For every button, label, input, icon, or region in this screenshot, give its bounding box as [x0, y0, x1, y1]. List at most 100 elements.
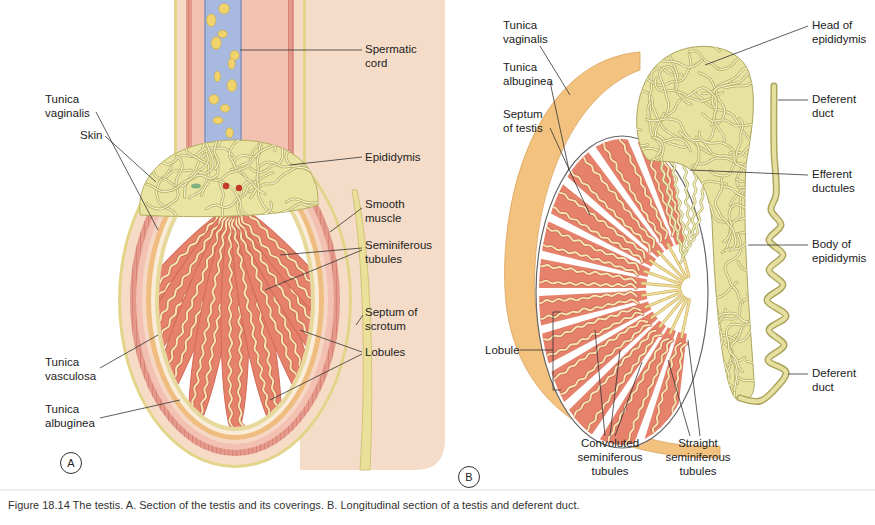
leader-line [690, 170, 808, 175]
leader-line [290, 157, 362, 165]
leader-line [240, 50, 362, 51]
epididymis-tubules [570, 0, 834, 443]
epididymal-tubule [713, 0, 743, 54]
leader-line [668, 360, 690, 436]
cord-vessel [227, 80, 237, 92]
seminiferous-tubule [249, 208, 390, 364]
epididymal-tubule [275, 95, 308, 151]
epididymal-tubule [726, 322, 758, 372]
leader-line [540, 46, 570, 95]
part-label: Convoluted seminiferous tubules [565, 436, 655, 478]
epididymal-tubule [180, 122, 214, 174]
part-label: Smooth muscle [365, 197, 425, 225]
epididymal-tubule [713, 0, 743, 54]
epididymal-tubule [147, 153, 208, 191]
epididymal-tubule [710, 119, 743, 176]
leader-line [748, 245, 808, 246]
leader-lines [96, 26, 808, 436]
epididymal-tubule [584, 33, 657, 56]
epididymal-tubule [594, 52, 643, 84]
straight-tubule [642, 283, 680, 287]
lobule-bracket [553, 312, 561, 390]
epididymal-tubule [714, 311, 729, 385]
panel-a-illustration [71, 0, 445, 470]
epididymal-tubule [689, 51, 757, 69]
epididymal-tubule [286, 139, 322, 173]
epididymal-tubule [219, 181, 272, 218]
epididymal-tubule [269, 204, 317, 251]
epididymal-tubule [214, 144, 284, 180]
epididymal-tubule [570, 153, 635, 183]
convoluted-tubule [483, 313, 642, 386]
vessel-section [223, 183, 229, 189]
part-label: Body of epididymis [812, 237, 874, 265]
epididymal-tubule [689, 51, 757, 69]
epididymal-tubule [646, 54, 691, 85]
convoluted-tubule [463, 292, 637, 311]
epididymal-tubule [712, 378, 735, 443]
cord-vessel [220, 104, 230, 112]
leader-line [265, 250, 362, 290]
epididymal-tubule [735, 0, 767, 47]
leader-line [330, 208, 362, 232]
part-label: Head of epididymis [812, 18, 874, 46]
epididymal-tubule [147, 156, 182, 209]
epididymal-tubule [596, 136, 648, 173]
leader-line [705, 26, 808, 65]
epididymal-tubule [715, 179, 736, 251]
part-label: Deferent duct [812, 92, 867, 120]
epididymal-tubule [584, 33, 657, 56]
vessel-section [236, 185, 242, 191]
epididymal-tubule [662, 282, 736, 298]
epididymal-tubule [219, 181, 272, 218]
leader-line [270, 354, 362, 400]
epididymal-tubule [634, 154, 674, 220]
epididymis-tubules [75, 92, 388, 271]
epididymal-tubule [91, 92, 139, 154]
epididymal-tubule [149, 136, 191, 178]
part-label: Seminiferous tubules [365, 238, 445, 266]
lobule [452, 290, 647, 345]
deferent-duct [740, 86, 786, 401]
epididymal-tubule [180, 122, 214, 174]
part-label: Septum of testis [503, 107, 551, 135]
panel-b-illustration [452, 0, 834, 525]
epididymal-tubule [664, 300, 720, 333]
convoluted-tubule [466, 299, 638, 333]
covering-layer [121, 135, 349, 465]
epididymal-tubule [659, 324, 715, 358]
epididymal-tubule [91, 92, 139, 154]
epididymal-tubule [591, 0, 632, 42]
cord-vessel [228, 58, 235, 69]
epididymal-tubule [646, 119, 711, 153]
convoluted-tubule [463, 292, 637, 311]
epididymal-tubule [147, 156, 182, 209]
epididymal-tubule [731, 0, 751, 45]
epididymal-tubule [730, 146, 770, 205]
epididymal-tubule [186, 106, 218, 169]
epididymal-tubule [750, 77, 823, 95]
epididymal-tubule [711, 70, 753, 126]
epididymal-tubule [635, 60, 703, 83]
epididymal-tubule [186, 106, 218, 169]
panel-letter: A [60, 452, 82, 474]
lobules [71, 200, 400, 435]
epididymal-tubule [591, 0, 632, 42]
epididymal-tubule [646, 54, 691, 85]
epididymal-tubule [638, 353, 711, 382]
epididymal-tubule [286, 139, 322, 173]
epididymis-body [140, 140, 318, 217]
part-label: Tunica vasculosa [45, 355, 107, 383]
epididymal-tubule [650, 181, 726, 200]
epididymal-tubule [650, 181, 726, 200]
epididymal-tubule [731, 0, 751, 45]
epididymal-tubule [596, 136, 648, 173]
epididymal-tubule [575, 100, 641, 130]
epididymal-tubule [214, 144, 284, 180]
epididymal-tubule [750, 77, 823, 95]
cord-vessel [214, 71, 220, 81]
part-label: Skin [80, 128, 120, 142]
epididymal-tubule [149, 136, 191, 178]
